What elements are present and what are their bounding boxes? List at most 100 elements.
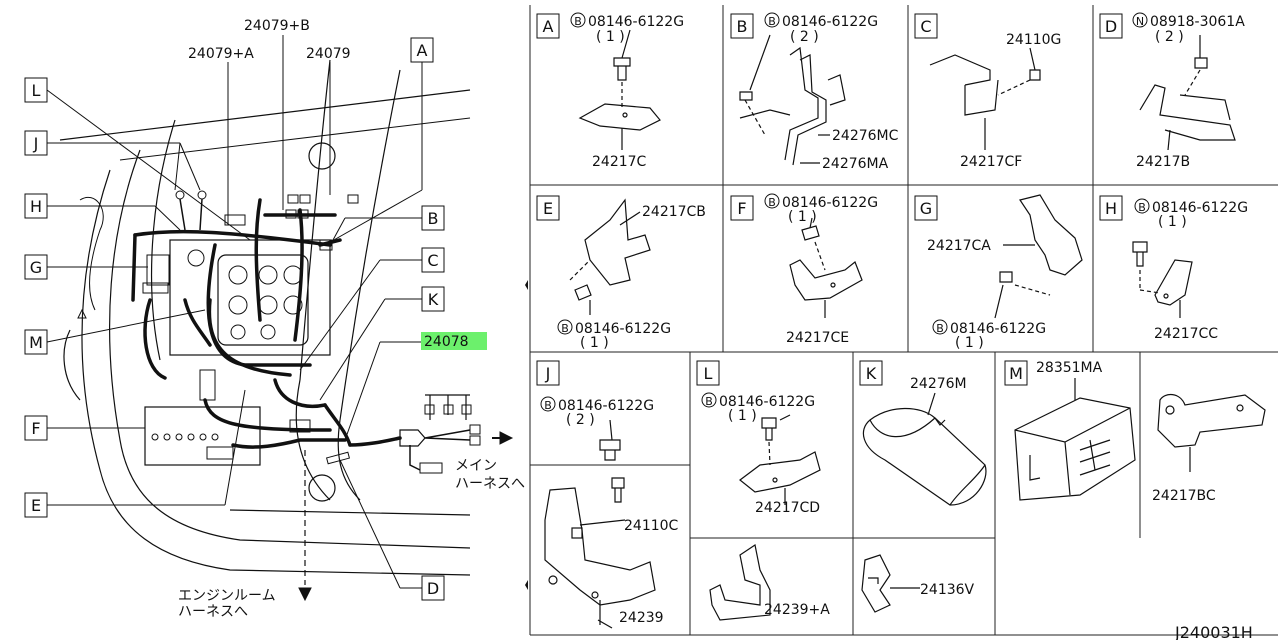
panel-b-letter: B	[737, 17, 748, 36]
panel-j-part1[interactable]: 24110C	[624, 518, 679, 534]
panel-j-part2[interactable]: 24239	[619, 610, 664, 626]
part-24079[interactable]: 24079	[306, 46, 351, 62]
panel-g-bolt[interactable]: 08146-6122G	[950, 321, 1046, 337]
note-engine-room-2: ハーネスへ	[178, 604, 248, 620]
callout-d[interactable]: D	[421, 575, 445, 601]
panel-k: L B 08146-6122G ( 1 ) 24217CD 24239+A	[696, 360, 830, 621]
panel-a-qty: ( 1 )	[596, 29, 625, 45]
callout-f[interactable]: F	[24, 415, 48, 441]
panel-n-part[interactable]: 24217BC	[1152, 488, 1216, 504]
callout-m[interactable]: M	[24, 329, 48, 355]
panel-m-letter: M	[1009, 364, 1023, 383]
panel-h-letter: H	[1105, 199, 1117, 218]
part-24079-b[interactable]: 24079+B	[244, 18, 310, 34]
callout-j[interactable]: J	[24, 130, 48, 156]
panel-b-part1[interactable]: 24276MC	[832, 128, 899, 144]
panel-e-drawing	[569, 198, 651, 315]
highlight-24078	[421, 332, 487, 350]
panel-a: A B 08146-6122G ( 1 ) 24217C	[536, 12, 684, 170]
panel-f-qty: ( 1 )	[788, 209, 817, 225]
panel-h: H B 08146-6122G ( 1 ) 24217CC	[1099, 195, 1248, 342]
panel-h-qty: ( 1 )	[1158, 214, 1187, 230]
panel-k-qty: ( 1 )	[728, 408, 757, 424]
part-24078[interactable]: 24078	[424, 334, 469, 350]
panel-f-bolt[interactable]: 08146-6122G	[782, 195, 878, 211]
panel-l-part2[interactable]: 24136V	[920, 582, 975, 598]
panel-g-b-symbol: B	[936, 322, 944, 335]
panel-j: J B 08146-6122G ( 2 ) 24110C 24239	[536, 360, 679, 629]
note-main-harness-2: ハーネスへ	[455, 476, 525, 492]
callout-a[interactable]: A	[410, 37, 434, 63]
panel-b-bolt[interactable]: 08146-6122G	[782, 14, 878, 30]
panel-a-part[interactable]: 24217C	[592, 154, 647, 170]
svg-text:L: L	[32, 81, 41, 100]
panel-g-part[interactable]: 24217CA	[927, 238, 991, 254]
note-main-harness-1: メイン	[455, 458, 497, 474]
panel-b-b-symbol: B	[768, 15, 776, 28]
edge-marks	[525, 280, 528, 590]
panel-e-bolt[interactable]: 08146-6122G	[575, 321, 671, 337]
callout-g[interactable]: G	[24, 254, 48, 280]
svg-text:H: H	[30, 197, 42, 216]
callout-l[interactable]: K	[421, 286, 445, 312]
panel-m: M 28351MA	[1004, 360, 1136, 501]
part-24079-a[interactable]: 24079+A	[188, 46, 254, 62]
svg-text:B: B	[428, 209, 439, 228]
panel-a-letter: A	[543, 17, 554, 36]
panel-h-bolt[interactable]: 08146-6122G	[1152, 200, 1248, 216]
panel-j-letter: J	[545, 364, 551, 383]
main-assembly-drawing	[59, 59, 514, 602]
svg-text:G: G	[30, 258, 42, 277]
panel-f-drawing	[789, 217, 863, 318]
panel-n: 24217BC	[1152, 394, 1266, 504]
panel-f-b-symbol: B	[768, 196, 776, 209]
main-leader-lines	[46, 35, 423, 589]
panel-g-drawing	[994, 194, 1083, 319]
panel-m-part[interactable]: 28351MA	[1036, 360, 1103, 376]
panel-k-bolt[interactable]: 08146-6122G	[719, 394, 815, 410]
panel-grid	[529, 5, 1278, 636]
panel-b-qty: ( 2 )	[790, 29, 819, 45]
svg-text:D: D	[427, 579, 439, 598]
panel-c-part2[interactable]: 24217CF	[960, 154, 1022, 170]
panel-b-drawing	[739, 34, 846, 166]
panel-j-bolt[interactable]: 08146-6122G	[558, 398, 654, 414]
panel-c-part1[interactable]: 24110G	[1006, 32, 1061, 48]
callout-h[interactable]: H	[24, 193, 48, 219]
panel-b-part2[interactable]: 24276MA	[822, 156, 889, 172]
callout-b[interactable]: B	[421, 205, 445, 231]
panel-c-drawing	[929, 47, 1041, 150]
panel-l-drawing	[861, 392, 987, 613]
panel-e-part[interactable]: 24217CB	[642, 204, 706, 220]
panel-d-qty: ( 2 )	[1155, 29, 1184, 45]
panel-h-drawing	[1132, 241, 1193, 318]
panel-d-letter: D	[1105, 17, 1117, 36]
panel-l-letter: K	[866, 364, 877, 383]
panel-k-part1[interactable]: 24217CD	[755, 500, 820, 516]
svg-text:K: K	[428, 290, 439, 309]
panel-g-letter: G	[920, 199, 932, 218]
panel-e-letter: E	[543, 199, 553, 218]
panel-d-part[interactable]: 24217B	[1136, 154, 1190, 170]
panel-g: G 24217CA B 08146-6122G ( 1 )	[914, 194, 1083, 351]
diagram-id: J240031H	[1174, 623, 1253, 640]
main-letter-boxes: L J H G M F E A B C K D	[24, 37, 445, 601]
panel-k-letter: L	[704, 364, 713, 383]
panel-k-part2[interactable]: 24239+A	[764, 602, 830, 618]
panel-l: K 24276M 24136V	[859, 360, 987, 613]
panel-l-part1[interactable]: 24276M	[910, 376, 967, 392]
panel-a-bolt[interactable]: 08146-6122G	[588, 14, 684, 30]
note-engine-room-1: エンジンルーム	[178, 588, 276, 604]
panel-j-b-symbol: B	[544, 399, 552, 412]
panel-k-b-symbol: B	[705, 395, 713, 408]
panel-d: D N 08918-3061A ( 2 ) 24217B	[1099, 12, 1245, 170]
callout-k[interactable]: L	[24, 77, 48, 103]
callout-e[interactable]: E	[24, 492, 48, 518]
panel-f-part[interactable]: 24217CE	[786, 330, 849, 346]
panel-h-part[interactable]: 24217CC	[1154, 326, 1218, 342]
callout-c[interactable]: C	[421, 247, 445, 273]
panel-h-b-symbol: B	[1138, 201, 1146, 214]
main-part-labels: 24079+B 24079+A 24079 24078 メイン ハーネスへ エン…	[178, 18, 525, 620]
panel-d-bolt[interactable]: 08918-3061A	[1150, 14, 1245, 30]
